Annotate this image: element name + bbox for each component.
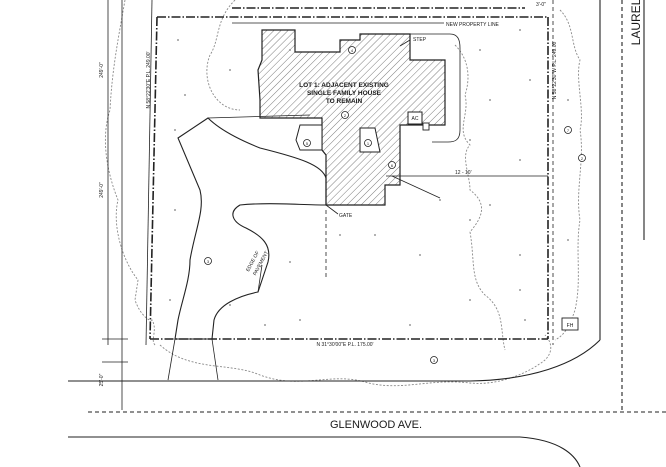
ac-unit (407, 111, 423, 125)
lot-label-line-2: SINGLE FAMILY HOUSE (307, 90, 382, 97)
tree-tag-8: 3 (430, 356, 438, 364)
west-property-line (149, 16, 158, 340)
east-line-bearing: N 58°22'30"W P.L. 249.00' (552, 41, 558, 99)
house-footprint (257, 29, 446, 206)
svg-text:2: 2 (344, 113, 347, 118)
gate-leader (325, 204, 339, 215)
edge-pavement-leader (257, 264, 263, 293)
svg-text:4: 4 (351, 48, 354, 53)
dim-12-10-label: 12 - 10' (455, 170, 472, 176)
svg-text:7: 7 (567, 128, 570, 133)
west-offset-line (145, 0, 153, 346)
tree-canopy-outline-south (159, 334, 552, 387)
tree-tag-1: 4 (348, 46, 356, 54)
street-curb-south-curve (519, 436, 581, 467)
svg-text:3: 3 (433, 358, 436, 363)
tree-tag-9: 2 (578, 154, 586, 162)
walkway-outline (410, 33, 461, 143)
tree-survey-points (169, 29, 569, 326)
new-property-line-label: NEW PROPERTY LINE (446, 22, 500, 28)
tree-tag-3: 5 (303, 139, 311, 147)
lot-label-line-1: LOT 1: ADJACENT EXISTING (299, 82, 389, 89)
tree-canopy-outline-east (554, 9, 582, 341)
ac-label: AC (412, 116, 419, 122)
street-curb-north-curve (469, 339, 601, 382)
tree-tag-7: 7 (564, 126, 572, 134)
street-name-glenwood: GLENWOOD AVE. (330, 419, 422, 431)
fire-hydrant-label: FH (567, 323, 574, 329)
left-dim-label: 249'-0" (99, 62, 105, 78)
svg-text:5: 5 (306, 141, 309, 146)
west-line-bearing: N 58°22'30"E P.L. 249.00' (146, 51, 152, 108)
driveway-outline (174, 117, 327, 340)
south-line-bearing: N 31°30'00"E P.L. 175.00' (316, 342, 373, 348)
tree-tag-6: 3 (204, 257, 212, 265)
svg-text:6: 6 (391, 163, 394, 168)
tree-tag-5: 6 (388, 161, 396, 169)
left-dim-label-bottom: 25'-0" (99, 373, 105, 386)
svg-text:1: 1 (367, 141, 370, 146)
street-name-laurel: LAUREL (629, 0, 643, 45)
left-dim-label-mid: 249'-0" (99, 182, 105, 198)
svg-text:2: 2 (581, 156, 584, 161)
driveway-edge-2 (211, 338, 219, 381)
ac-pad (422, 122, 430, 131)
tree-tag-4: 1 (364, 139, 372, 147)
tree-canopy-outline-north (104, 0, 506, 351)
step-leader (399, 39, 411, 47)
house-porch (295, 124, 323, 151)
gate-label: GATE (339, 213, 353, 219)
driveway-edge-1 (167, 338, 176, 381)
fire-hydrant-box (561, 317, 579, 331)
top-right-dim: 3'-0" (536, 2, 546, 8)
svg-text:3: 3 (207, 259, 210, 264)
tree-tag-2: 2 (341, 111, 349, 119)
lot-label-line-3: TO REMAIN (326, 98, 363, 105)
dim-12-10-leader (391, 175, 441, 199)
step-label: STEP (413, 37, 427, 43)
